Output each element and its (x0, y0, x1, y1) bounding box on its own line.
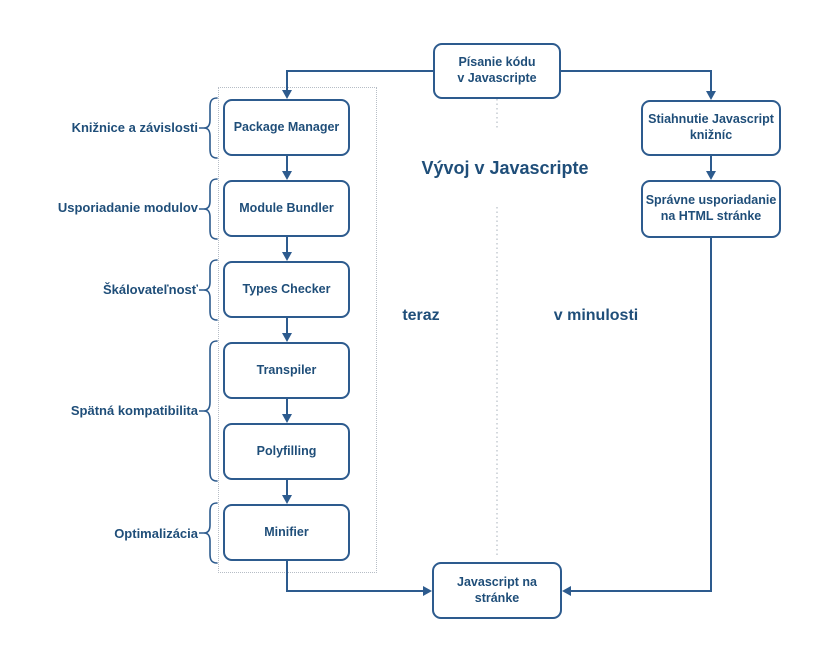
era-label-now: teraz (402, 307, 440, 324)
now-pipeline-container (218, 87, 377, 573)
era-label-past: v minulosti (553, 307, 639, 324)
curly-brace-icon (199, 178, 218, 240)
node-minifier[interactable]: Minifier (223, 504, 350, 561)
node-module-bundler[interactable]: Module Bundler (223, 180, 350, 237)
node-polyfilling[interactable]: Polyfilling (223, 423, 350, 480)
curly-brace-icon (199, 97, 218, 159)
node-package-manager[interactable]: Package Manager (223, 99, 350, 156)
curly-brace-icon (199, 502, 218, 564)
side-label-compatibility: Spätná kompatibilita (70, 403, 198, 418)
curly-brace-icon (199, 259, 218, 321)
side-label-optimization: Optimalizácia (114, 526, 198, 541)
diagram-title: Vývoj v Javascripte (405, 130, 605, 206)
side-label-modules: Usporiadanie modulov (57, 200, 198, 215)
curly-brace-icon (199, 340, 218, 482)
node-writing-code[interactable]: Písanie kódu v Javascripte (433, 43, 561, 99)
node-transpiler[interactable]: Transpiler (223, 342, 350, 399)
node-download-libraries[interactable]: Stiahnutie Javascript knižníc (641, 100, 781, 156)
node-javascript-on-page[interactable]: Javascript na stránke (432, 562, 562, 619)
node-html-ordering[interactable]: Správne usporiadanie na HTML stránke (641, 180, 781, 238)
node-types-checker[interactable]: Types Checker (223, 261, 350, 318)
side-label-scalability: Škálovateľnosť (102, 282, 198, 297)
side-label-libraries: Knižnice a závislosti (71, 120, 198, 135)
